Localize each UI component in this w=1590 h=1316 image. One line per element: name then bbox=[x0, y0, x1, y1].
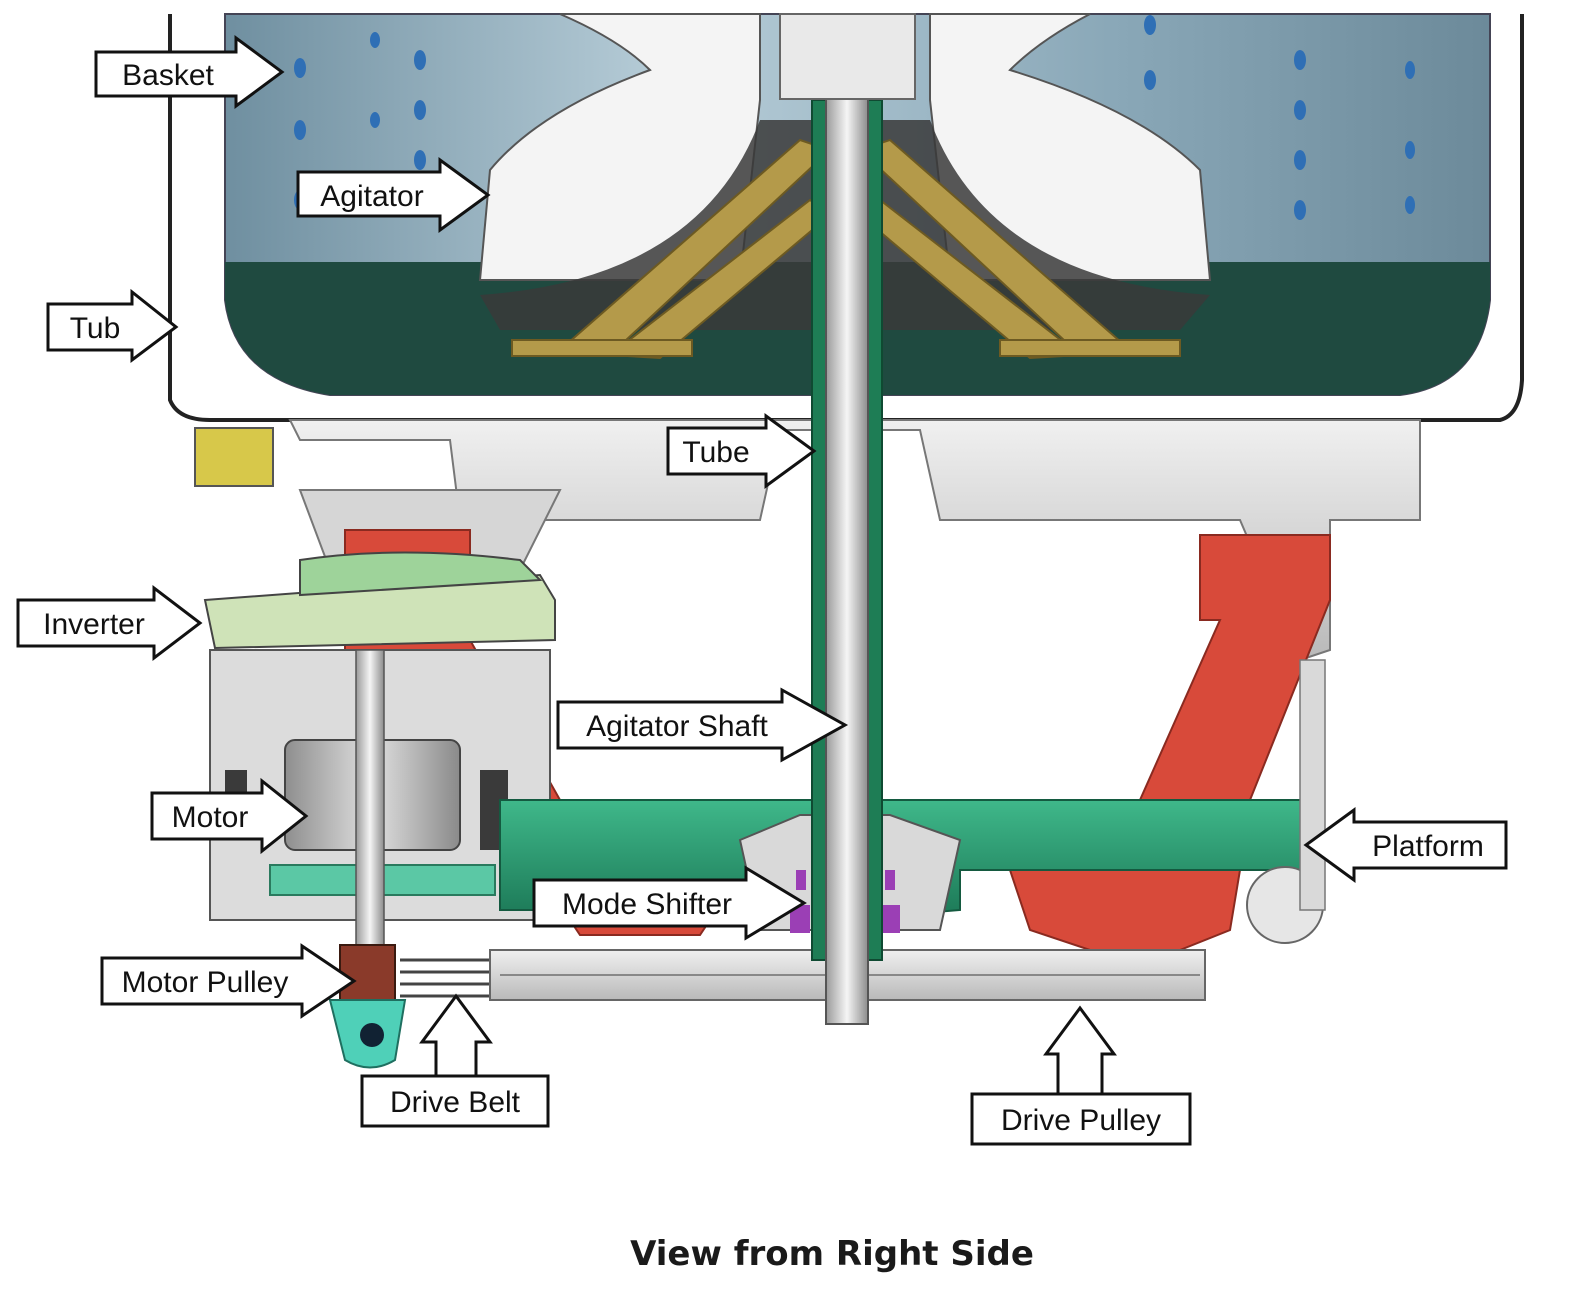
callout-agitator: Agitator bbox=[296, 157, 491, 233]
callout-motor: Motor bbox=[150, 777, 309, 855]
label-agitator-shaft: Agitator Shaft bbox=[586, 710, 768, 743]
callout-drive-pulley: Drive Pulley bbox=[970, 1005, 1192, 1146]
shaft-hub bbox=[779, 13, 916, 100]
label-tub: Tub bbox=[70, 312, 121, 345]
callout-mode-shifter: Mode Shifter bbox=[532, 865, 807, 941]
callout-agitator-shaft: Agitator Shaft bbox=[556, 687, 849, 763]
callout-motor-pulley: Motor Pulley bbox=[100, 943, 357, 1019]
callout-platform: Platform bbox=[1303, 807, 1508, 883]
right-leg bbox=[1299, 659, 1326, 911]
label-agitator: Agitator bbox=[320, 180, 423, 213]
agitator-shaft-part bbox=[825, 13, 869, 1025]
label-inverter: Inverter bbox=[43, 608, 145, 641]
mode-shifter-teeth bbox=[790, 870, 900, 933]
label-drive-belt: Drive Belt bbox=[390, 1086, 521, 1119]
callout-tube: Tube bbox=[666, 413, 817, 489]
drive-belt-part bbox=[400, 958, 500, 998]
brass-spokes bbox=[511, 138, 1181, 360]
callout-drive-belt: Drive Belt bbox=[360, 993, 550, 1128]
label-mode-shifter: Mode Shifter bbox=[562, 888, 732, 921]
diagram-caption: View from Right Side bbox=[630, 1234, 1034, 1274]
inverter-housing bbox=[299, 551, 543, 597]
motor-shaft bbox=[355, 649, 385, 981]
label-motor: Motor bbox=[172, 801, 249, 834]
label-tube: Tube bbox=[682, 436, 749, 469]
support-structure bbox=[288, 419, 1421, 662]
agitator-left bbox=[478, 13, 761, 281]
callout-basket: Basket bbox=[94, 35, 285, 109]
callout-inverter: Inverter bbox=[16, 584, 203, 662]
connector-block bbox=[194, 427, 274, 487]
label-motor-pulley: Motor Pulley bbox=[122, 966, 289, 999]
motor-pulley-hole bbox=[360, 1023, 384, 1047]
callout-tub: Tub bbox=[46, 288, 179, 363]
label-drive-pulley: Drive Pulley bbox=[1001, 1104, 1161, 1137]
label-basket: Basket bbox=[122, 59, 214, 92]
agitator-right bbox=[929, 13, 1212, 281]
machine-illustration bbox=[168, 13, 1524, 1069]
label-platform: Platform bbox=[1372, 830, 1484, 863]
